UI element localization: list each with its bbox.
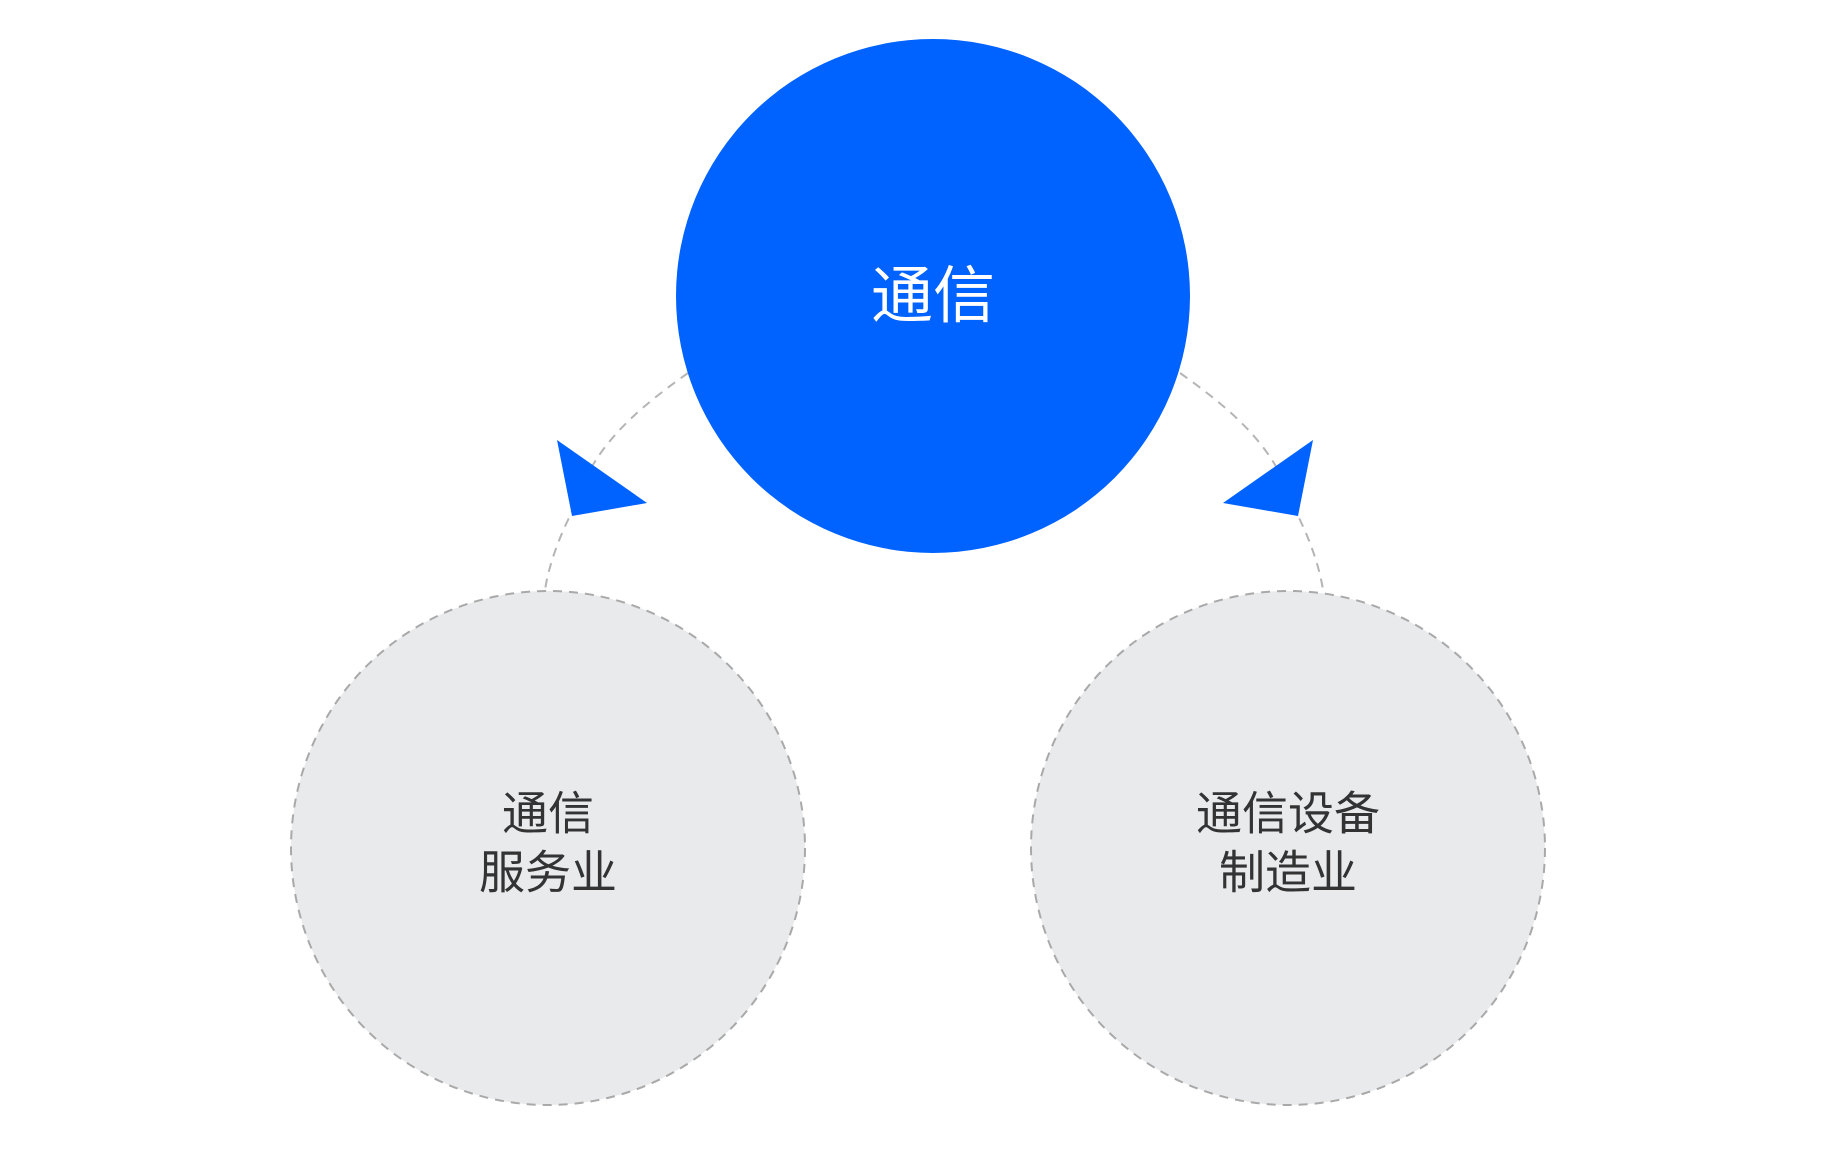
right-arrowhead-icon bbox=[1223, 440, 1313, 516]
left-node bbox=[290, 590, 806, 1106]
right-node-label-line2: 制造业 bbox=[1219, 846, 1357, 900]
left-arrowhead-icon bbox=[557, 440, 647, 516]
right-connector-line bbox=[1179, 372, 1324, 591]
center-node-label: 通信 bbox=[871, 259, 995, 332]
right-node-label-line1: 通信设备 bbox=[1196, 787, 1380, 841]
left-connector-line bbox=[544, 372, 689, 591]
left-node-label-line1: 通信 bbox=[502, 787, 594, 841]
left-node-label-line2: 服务业 bbox=[479, 846, 617, 900]
center-node bbox=[676, 39, 1190, 553]
right-node bbox=[1030, 590, 1546, 1106]
